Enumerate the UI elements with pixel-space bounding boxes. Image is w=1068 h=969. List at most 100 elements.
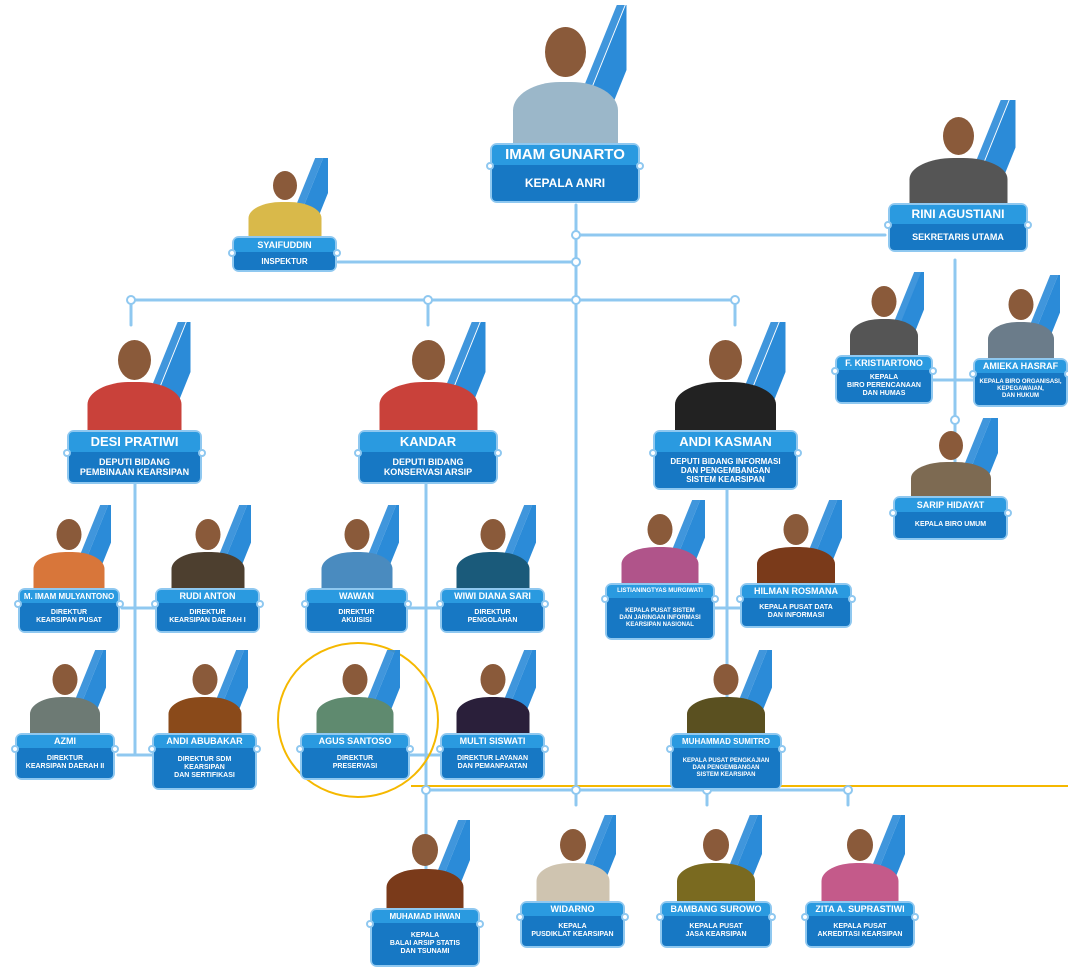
person-photo <box>450 505 536 590</box>
person-photo <box>666 322 785 432</box>
person-title: DEPUTI BIDANG PEMBINAAN KEARSIPAN <box>69 452 200 482</box>
person-photo <box>615 500 705 585</box>
person-name: BAMBANG SUROWO <box>662 903 770 916</box>
person-name: SARIP HIDAYAT <box>895 498 1006 512</box>
person-photo <box>844 272 924 357</box>
person-title: DIREKTUR PENGOLAHAN <box>442 603 543 631</box>
person-photo <box>901 100 1016 205</box>
person-title: DIREKTUR KEARSIPAN DAERAH II <box>17 748 113 778</box>
person-photo <box>530 815 616 903</box>
person-title: KEPALA PUSAT SISTEM DAN JARINGAN INFORMA… <box>607 598 713 638</box>
person-title: INSPEKTUR <box>234 252 335 270</box>
person-name: ANDI KASMAN <box>655 432 796 452</box>
person-title: DIREKTUR PRESERVASI <box>302 748 408 778</box>
person-photo <box>371 322 486 432</box>
person-name: ANDI ABUBAKAR <box>154 735 255 748</box>
person-photo <box>165 505 251 590</box>
person-name: KANDAR <box>360 432 496 452</box>
person-title: KEPALA ANRI <box>492 165 638 201</box>
person-photo <box>380 820 470 910</box>
person-title: KEPALA BIRO ORGANISASI, KEPEGAWAIAN, DAN… <box>975 373 1066 405</box>
person-name: RINI AGUSTIANI <box>890 205 1026 224</box>
person-name: AMIEKA HASRAF <box>975 360 1066 373</box>
person-title: DEPUTI BIDANG INFORMASI DAN PENGEMBANGAN… <box>655 452 796 488</box>
person-title: KEPALA PUSAT JASA KEARSIPAN <box>662 916 770 946</box>
highlight-circle <box>277 642 439 798</box>
person-name: IMAM GUNARTO <box>492 145 638 165</box>
person-title: KEPALA PUSAT DATA DAN INFORMASI <box>742 598 850 626</box>
person-name: MUHAMAD IHWAN <box>372 910 478 923</box>
person-title: KEPALA BALAI ARSIP STATIS DAN TSUNAMI <box>372 923 478 965</box>
person-photo <box>750 500 842 585</box>
person-photo <box>680 650 772 735</box>
person-photo <box>27 505 111 590</box>
person-title: DIREKTUR KEARSIPAN DAERAH I <box>157 603 258 631</box>
person-title: KEPALA BIRO UMUM <box>895 512 1006 538</box>
person-photo <box>450 650 536 735</box>
person-name: MUHAMMAD SUMITRO <box>672 735 780 748</box>
person-name: F. KRISTIARTONO <box>837 357 931 370</box>
person-photo <box>982 275 1060 360</box>
person-name: SYAIFUDDIN <box>234 238 335 252</box>
person-name: ZITA A. SUPRASTIWI <box>807 903 913 916</box>
person-name: M. IMAM MULYANTONO <box>20 590 118 603</box>
person-photo <box>310 650 400 735</box>
person-title: DIREKTUR SDM KEARSIPAN DAN SERTIFIKASI <box>154 748 255 788</box>
person-photo <box>504 5 627 145</box>
person-name: AZMI <box>17 735 113 748</box>
person-name: DESI PRATIWI <box>69 432 200 452</box>
person-title: KEPALA PUSAT AKREDITASI KEARSIPAN <box>807 916 913 946</box>
person-name: AGUS SANTOSO <box>302 735 408 748</box>
person-name: WIWI DIANA SARI <box>442 590 543 603</box>
person-name: MULTI SISWATI <box>442 735 543 748</box>
person-photo <box>315 505 399 590</box>
person-photo <box>162 650 248 735</box>
person-photo <box>815 815 905 903</box>
person-photo <box>242 158 328 238</box>
person-name: LISTIANINGTYAS MURGIWATI <box>607 585 713 598</box>
person-title: DIREKTUR KEARSIPAN PUSAT <box>20 603 118 631</box>
